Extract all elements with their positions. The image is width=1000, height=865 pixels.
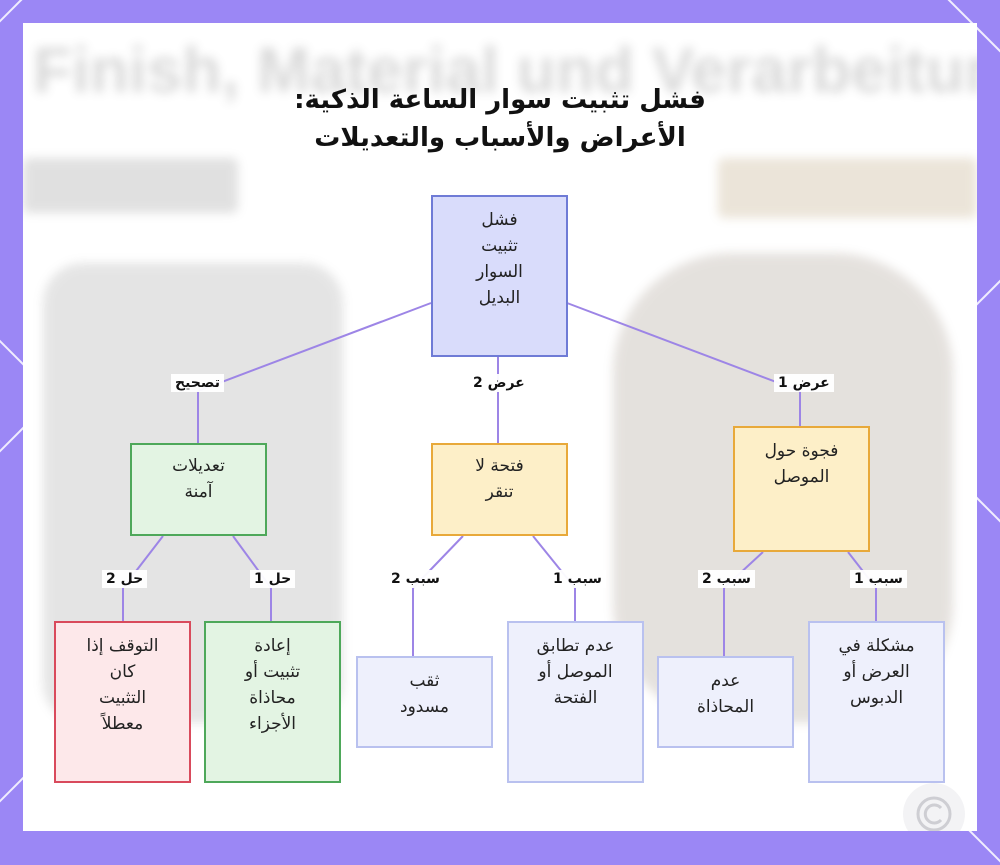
edge-label-solution1: حل 1 [250, 570, 296, 588]
solution-node-stop: التوقف إذا كان التثبيت معطلاً [54, 621, 191, 783]
cause-node-label: عدم المحاذاة [696, 671, 755, 717]
edge-root-fix [197, 302, 432, 392]
cause-node-connector-mismatch: عدم تطابق الموصل أو الفتحة [507, 621, 644, 783]
symptom-node-label: فتحة لا تنقر [475, 456, 524, 502]
fix-node-label: تعديلات آمنة [172, 456, 225, 502]
diagram-card: Finish, Material und Verarbeitung فشل تث… [23, 23, 977, 831]
edge-label-cause2: سبب 2 [698, 570, 755, 588]
symptom-node-label: فجوة حول الموصل [764, 441, 839, 487]
solution-node-label: التوقف إذا كان التثبيت معطلاً [86, 636, 159, 734]
edge-label-symptom2: عرض 2 [469, 374, 529, 392]
title-line-2: الأعراض والأسباب والتعديلات [314, 123, 686, 153]
fix-node-safe-adjustments: تعديلات آمنة [130, 443, 267, 536]
solution-node-reinstall: إعادة تثبيت أو محاذاة الأجزاء [204, 621, 341, 783]
cause-node-width-pin: مشكلة في العرض أو الدبوس [808, 621, 945, 783]
edge-root-symptom1 [566, 302, 801, 392]
title-line-1: فشل تثبيت سوار الساعة الذكية: [294, 85, 706, 115]
symptom-node-gap: فجوة حول الموصل [733, 426, 870, 552]
edge-label-cause1: سبب 1 [549, 570, 606, 588]
cause-node-label: مشكلة في العرض أو الدبوس [838, 636, 915, 708]
symptom-node-no-click: فتحة لا تنقر [431, 443, 568, 536]
solution-node-label: إعادة تثبيت أو محاذاة الأجزاء [244, 636, 301, 734]
root-node-label: فشل تثبيت السوار البديل [476, 210, 523, 308]
cause-node-blocked-hole: ثقب مسدود [356, 656, 493, 748]
edge-label-solution2: حل 2 [102, 570, 148, 588]
edge-label-symptom1: عرض 1 [774, 374, 834, 392]
edge-label-fix: تصحيح [171, 374, 224, 392]
cause-node-misalignment: عدم المحاذاة [657, 656, 794, 748]
edge-label-cause1: سبب 1 [850, 570, 907, 588]
watermark-logo-icon [903, 783, 965, 831]
diagram-title: فشل تثبيت سوار الساعة الذكية: الأعراض وا… [23, 81, 977, 157]
root-node-failure: فشل تثبيت السوار البديل [431, 195, 568, 357]
cause-node-label: عدم تطابق الموصل أو الفتحة [536, 636, 615, 708]
edge-label-cause2: سبب 2 [387, 570, 444, 588]
cause-node-label: ثقب مسدود [400, 671, 449, 717]
